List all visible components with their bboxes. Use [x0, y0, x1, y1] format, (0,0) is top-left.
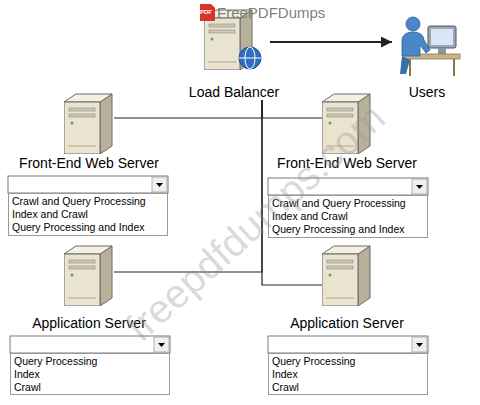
option-item: Index and Crawl [12, 208, 164, 221]
node-label: Users [409, 84, 446, 100]
watermark-logo-text: PDF [200, 8, 212, 16]
arrow-connector [270, 41, 392, 43]
watermark: FreePDFDumps [217, 4, 325, 21]
dropdown [268, 336, 428, 353]
option-item: Crawl and Query Processing [12, 195, 164, 208]
option-item: Query Processing and Index [272, 223, 424, 236]
option-item: Index [272, 368, 424, 381]
globe-equator [239, 58, 261, 59]
dropdown-box [268, 336, 428, 353]
dropdown-arrow [158, 343, 165, 347]
dropdown [8, 176, 168, 193]
option-item: Index [14, 368, 166, 381]
app-server: Application Server [64, 244, 114, 306]
dropdown-button [152, 177, 167, 192]
option-list: Query ProcessingIndexCrawl [10, 353, 170, 395]
desk-leg [453, 59, 455, 76]
option-item: Crawl [14, 381, 166, 394]
dropdown-button [412, 179, 427, 194]
option-item: Query Processing [272, 355, 424, 368]
node-label: Front-End Web Server [19, 155, 159, 171]
option-item: Query Processing and Index [12, 221, 164, 234]
server-icon [64, 94, 112, 154]
option-item: Query Processing [14, 355, 166, 368]
globe-icon [239, 47, 261, 69]
network-line [114, 100, 262, 118]
logo-icon [200, 4, 215, 21]
monitor-screen [431, 29, 453, 45]
dropdown-arrow [416, 343, 423, 347]
web-server: Front-End Web Server [64, 92, 114, 154]
user-leg [400, 56, 410, 74]
user-head [406, 17, 420, 31]
app-server: Application Server [322, 244, 372, 306]
dropdown-arrow [156, 183, 163, 187]
dropdown-button [412, 337, 427, 352]
server-icon [64, 246, 112, 306]
dropdown-button [154, 337, 169, 352]
server-icon [322, 246, 370, 306]
users-icon: Users [392, 4, 462, 100]
dropdown-arrow [416, 185, 423, 189]
option-item: Crawl [272, 381, 424, 394]
monitor [428, 26, 456, 48]
node-label: Application Server [290, 315, 404, 331]
option-list: Crawl and Query ProcessingIndex and Craw… [8, 193, 168, 236]
dropdown-box [8, 176, 168, 193]
monitor-stand [438, 48, 446, 54]
user-body [402, 32, 430, 56]
option-list: Query ProcessingIndexCrawl [268, 353, 428, 395]
node-label: Load Balancer [189, 84, 279, 100]
network-line [262, 100, 322, 118]
